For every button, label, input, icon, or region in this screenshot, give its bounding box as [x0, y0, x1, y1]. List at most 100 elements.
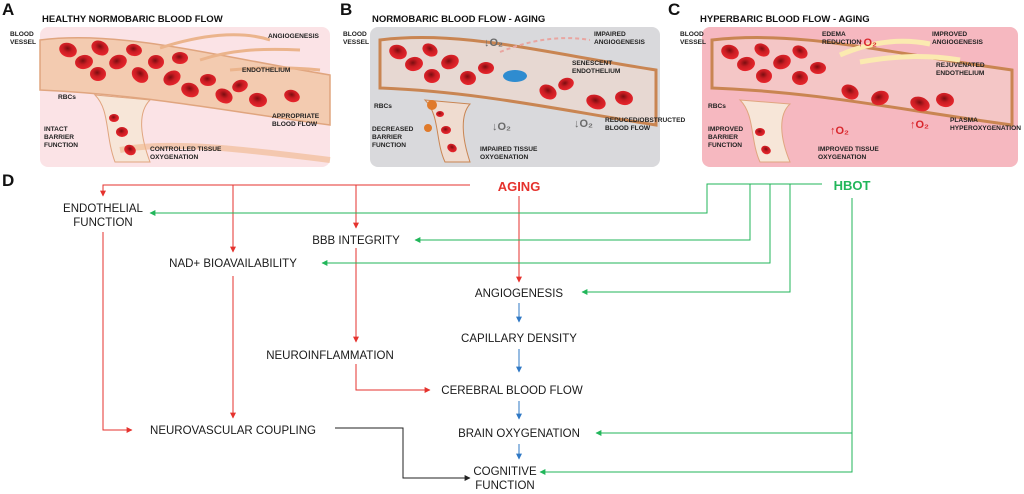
- panel-a-letter: A: [2, 0, 14, 19]
- panel-a-label-barrier: BARRIER: [44, 134, 74, 141]
- panel-c-label-hyperoxygenation: HYPEROXYGENATION: [950, 125, 1021, 132]
- panel-a-label-appropriate: APPROPRIATE: [272, 113, 320, 120]
- panel-a-label-angiogenesis: ANGIOGENESIS: [268, 33, 320, 40]
- panel-b-label-angiogenesis: ANGIOGENESIS: [594, 39, 646, 46]
- red-blood-cell: [761, 145, 771, 155]
- panel-b-label-rbcs: RBCs: [374, 103, 392, 110]
- panel-a: A HEALTHY NORMOBARIC BLOOD FLOW BLOOD VE…: [2, 0, 331, 167]
- panel-b-rbcs: [389, 43, 633, 153]
- panel-b-label-decreased: DECREASED: [372, 126, 414, 133]
- panel-a-angiogenesis-sprouts: [159, 33, 321, 72]
- red-blood-cell: [249, 92, 267, 108]
- hbot-to-bbb-arrow: [414, 184, 751, 243]
- red-blood-cell: [756, 69, 772, 83]
- red-blood-cell: [441, 126, 451, 134]
- node-nad-bioavailability: NAD+ BIOAVAILABILITY: [169, 258, 297, 270]
- panel-b-letter: B: [340, 0, 352, 19]
- panel-c-letter: C: [668, 0, 680, 19]
- panel-c-label-improved: IMPROVED: [932, 31, 967, 38]
- panel-b-o2-right: ↓O₂: [574, 118, 593, 130]
- panel-c-label-oxygenation: OXYGENATION: [818, 154, 866, 161]
- red-blood-cell: [936, 92, 954, 108]
- node-neuroinflammation: NEUROINFLAMMATION: [266, 350, 394, 362]
- panel-c-o2-right: ↑O₂: [910, 119, 929, 131]
- panel-c-o2-top: ↑O₂: [858, 37, 877, 49]
- red-blood-cell: [116, 127, 128, 137]
- hbot-to-nad-arrow: [321, 184, 771, 266]
- red-blood-cell: [422, 43, 438, 57]
- aging-connectors: [100, 184, 522, 433]
- red-blood-cell: [75, 54, 93, 70]
- panel-b-label-impaired-tissue: IMPAIRED TISSUE: [480, 146, 538, 153]
- hbot-to-oxygenation-arrow: [595, 198, 853, 436]
- red-blood-cell: [284, 89, 300, 103]
- panel-a-label-rbcs: RBCs: [58, 94, 76, 101]
- red-blood-cell: [200, 74, 216, 86]
- panel-c-improved-sprouts: [839, 38, 961, 65]
- red-blood-cell: [441, 54, 459, 70]
- hbot-to-angiogenesis-arrow: [581, 184, 791, 295]
- neuroinflammation-to-cbf-arrow: [355, 364, 431, 393]
- red-blood-cell: [755, 128, 765, 136]
- panel-b-label-oxygenation: OXYGENATION: [480, 154, 528, 161]
- red-blood-cell: [810, 62, 826, 74]
- panel-b-impaired-sprouts: [499, 37, 591, 53]
- red-blood-cell: [405, 56, 423, 72]
- panel-b-label-blood: BLOOD: [343, 31, 367, 38]
- panel-a-label-controlled: CONTROLLED TISSUE: [150, 146, 222, 153]
- panel-b-senescent-cell: [503, 70, 527, 82]
- panel-b-label-senescent: SENESCENT: [572, 60, 612, 67]
- red-blood-cell: [558, 77, 574, 91]
- panel-b-label-endothelium: ENDOTHELIUM: [572, 68, 621, 75]
- panel-a-label-oxygenation: OXYGENATION: [150, 154, 198, 161]
- panel-c-o2-middle: ↑O₂: [830, 125, 849, 137]
- panel-c-label-improved-tissue: IMPROVED TISSUE: [818, 146, 879, 153]
- panel-b: B NORMOBARIC BLOOD FLOW - AGING BLOOD VE…: [340, 0, 685, 167]
- panel-b-o2-top: ↓O₂: [484, 37, 503, 49]
- hbot-connectors: [149, 183, 853, 475]
- panel-d: D AGI: [2, 171, 870, 492]
- panel-c-label-improved-barrier-1: IMPROVED: [708, 126, 743, 133]
- node-endothelial-function-line2: FUNCTION: [73, 217, 132, 229]
- red-blood-cell: [721, 44, 739, 60]
- panel-c-title: HYPERBARIC BLOOD FLOW - AGING: [700, 14, 870, 25]
- panel-c-label-reduction: REDUCTION: [822, 39, 861, 46]
- red-blood-cell: [773, 54, 791, 70]
- panel-a-label-vessel: VESSEL: [10, 39, 36, 46]
- panel-b-label-function: FUNCTION: [372, 142, 406, 149]
- red-blood-cell: [124, 144, 136, 156]
- panel-b-damage-mark: [427, 100, 437, 110]
- panel-c-label-function: FUNCTION: [708, 142, 742, 149]
- red-blood-cell: [232, 79, 248, 93]
- panel-b-label-blood-flow: BLOOD FLOW: [605, 125, 651, 132]
- panel-d-letter: D: [2, 171, 14, 190]
- node-bbb-integrity: BBB INTEGRITY: [312, 235, 400, 247]
- red-blood-cell: [109, 114, 119, 122]
- panel-c-label-rejuvenated: REJUVENATED: [936, 62, 985, 69]
- red-blood-cell: [754, 43, 770, 57]
- panel-c-rbcs: [721, 43, 954, 155]
- red-blood-cell: [910, 96, 930, 112]
- panel-c-label-plasma: PLASMA: [950, 117, 978, 124]
- red-blood-cell: [447, 143, 457, 153]
- hbot-label: HBOT: [834, 178, 871, 193]
- panel-a-label-function: FUNCTION: [44, 142, 78, 149]
- panel-c-label-edema: EDEMA: [822, 31, 846, 38]
- red-blood-cell: [615, 90, 633, 106]
- node-cognitive-function-line2: FUNCTION: [475, 480, 534, 492]
- hbot-to-endothelial-arrow: [149, 183, 822, 216]
- red-blood-cell: [792, 45, 808, 59]
- panel-a-title: HEALTHY NORMOBARIC BLOOD FLOW: [42, 14, 223, 25]
- panel-c-label-barrier: BARRIER: [708, 134, 738, 141]
- panel-a-label-intact: INTACT: [44, 126, 68, 133]
- red-blood-cell: [424, 69, 440, 83]
- red-blood-cell: [215, 88, 233, 104]
- panel-a-rbcs: [59, 40, 300, 156]
- red-blood-cell: [126, 43, 142, 57]
- aging-to-endothelial-arrow: [100, 184, 470, 197]
- red-blood-cell: [181, 82, 199, 98]
- red-blood-cell: [737, 56, 755, 72]
- red-blood-cell: [90, 67, 106, 81]
- node-cerebral-blood-flow: CEREBRAL BLOOD FLOW: [441, 385, 583, 397]
- node-brain-oxygenation: BRAIN OXYGENATION: [458, 428, 580, 440]
